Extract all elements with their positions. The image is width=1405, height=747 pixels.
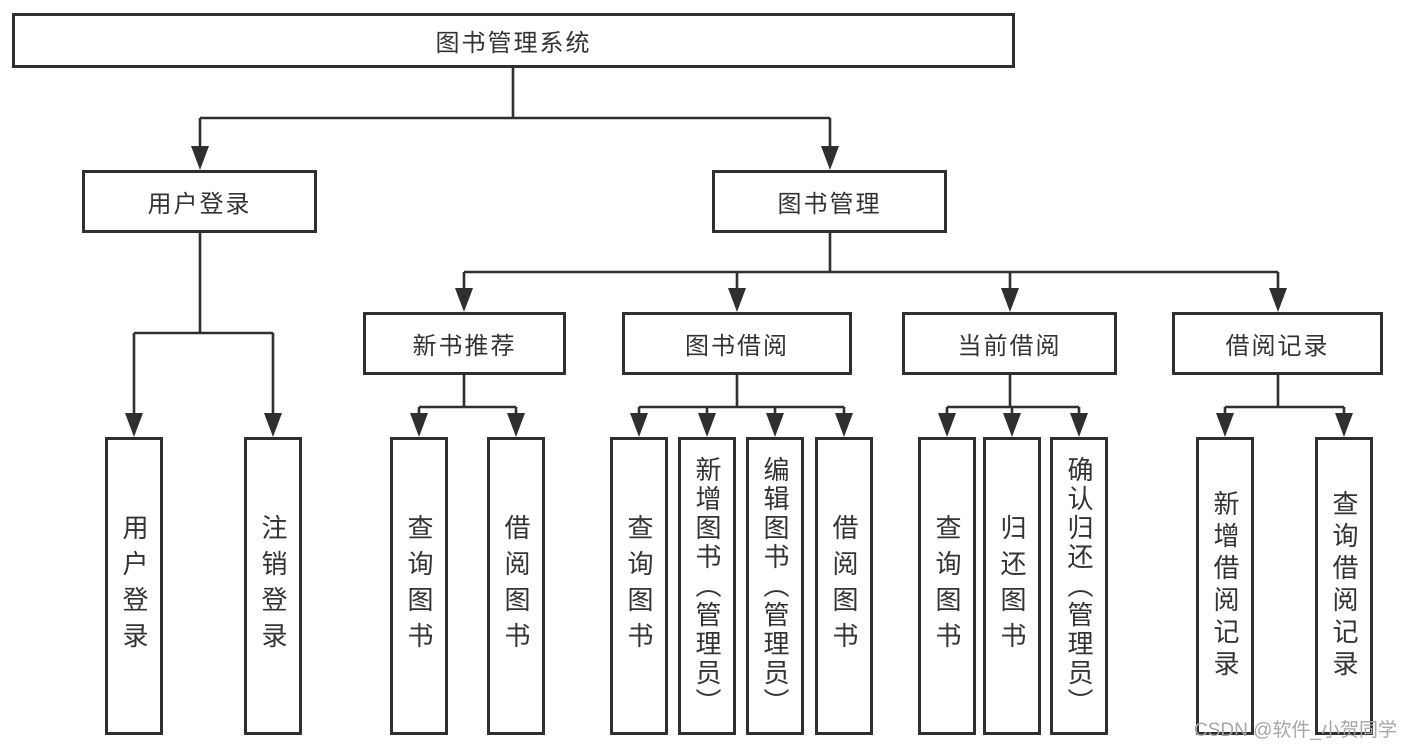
leaf-label: 新增图书（管理员） bbox=[692, 455, 722, 717]
node-book-borrow: 图书借阅 bbox=[622, 312, 852, 375]
leaf-query-books: 查询图书 bbox=[610, 437, 668, 735]
node-new-book-recommend: 新书推荐 bbox=[363, 312, 566, 375]
leaf-logout: 注销登录 bbox=[244, 437, 302, 735]
leaf-borrow-books: 借阅图书 bbox=[815, 437, 873, 735]
leaf-label: 确认归还（管理员） bbox=[1064, 455, 1094, 717]
leaf-query-borrow-record: 查询借阅记录 bbox=[1315, 437, 1373, 735]
node-library-system: 图书管理系统 bbox=[12, 13, 1015, 68]
node-label: 图书管理系统 bbox=[435, 30, 592, 57]
node-current-borrow: 当前借阅 bbox=[902, 312, 1117, 375]
node-book-management: 图书管理 bbox=[712, 170, 947, 233]
node-label: 新书推荐 bbox=[412, 333, 517, 360]
leaf-edit-book-admin: 编辑图书（管理员） bbox=[746, 437, 804, 735]
node-label: 借阅记录 bbox=[1225, 333, 1330, 360]
leaf-label: 注销登录 bbox=[258, 514, 288, 658]
node-user-login: 用户登录 bbox=[82, 170, 317, 233]
leaf-label: 查询图书 bbox=[624, 514, 654, 658]
node-label: 当前借阅 bbox=[957, 333, 1062, 360]
leaf-label: 借阅图书 bbox=[501, 514, 531, 658]
leaf-add-borrow-record: 新增借阅记录 bbox=[1196, 437, 1254, 735]
leaf-user-login: 用户登录 bbox=[105, 437, 163, 735]
leaf-borrow-books: 借阅图书 bbox=[487, 437, 545, 735]
leaf-label: 新增借阅记录 bbox=[1210, 490, 1240, 682]
node-label: 图书管理 bbox=[777, 191, 882, 218]
leaf-label: 查询借阅记录 bbox=[1329, 490, 1359, 682]
node-borrow-records: 借阅记录 bbox=[1172, 312, 1383, 375]
node-label: 图书借阅 bbox=[685, 333, 789, 360]
leaf-label: 编辑图书（管理员） bbox=[760, 455, 790, 717]
leaf-label: 查询图书 bbox=[932, 514, 962, 658]
leaf-query-books: 查询图书 bbox=[918, 437, 976, 735]
leaf-label: 归还图书 bbox=[997, 514, 1027, 658]
leaf-return-books: 归还图书 bbox=[983, 437, 1041, 735]
csdn-watermark: CSDN @软件_小贺同学 bbox=[1194, 720, 1397, 741]
leaf-confirm-return-admin: 确认归还（管理员） bbox=[1050, 437, 1108, 735]
leaf-add-book-admin: 新增图书（管理员） bbox=[678, 437, 736, 735]
node-label: 用户登录 bbox=[147, 191, 252, 218]
leaf-label: 借阅图书 bbox=[829, 514, 859, 658]
leaf-query-books: 查询图书 bbox=[390, 437, 448, 735]
leaf-label: 用户登录 bbox=[119, 514, 149, 658]
leaf-label: 查询图书 bbox=[404, 514, 434, 658]
